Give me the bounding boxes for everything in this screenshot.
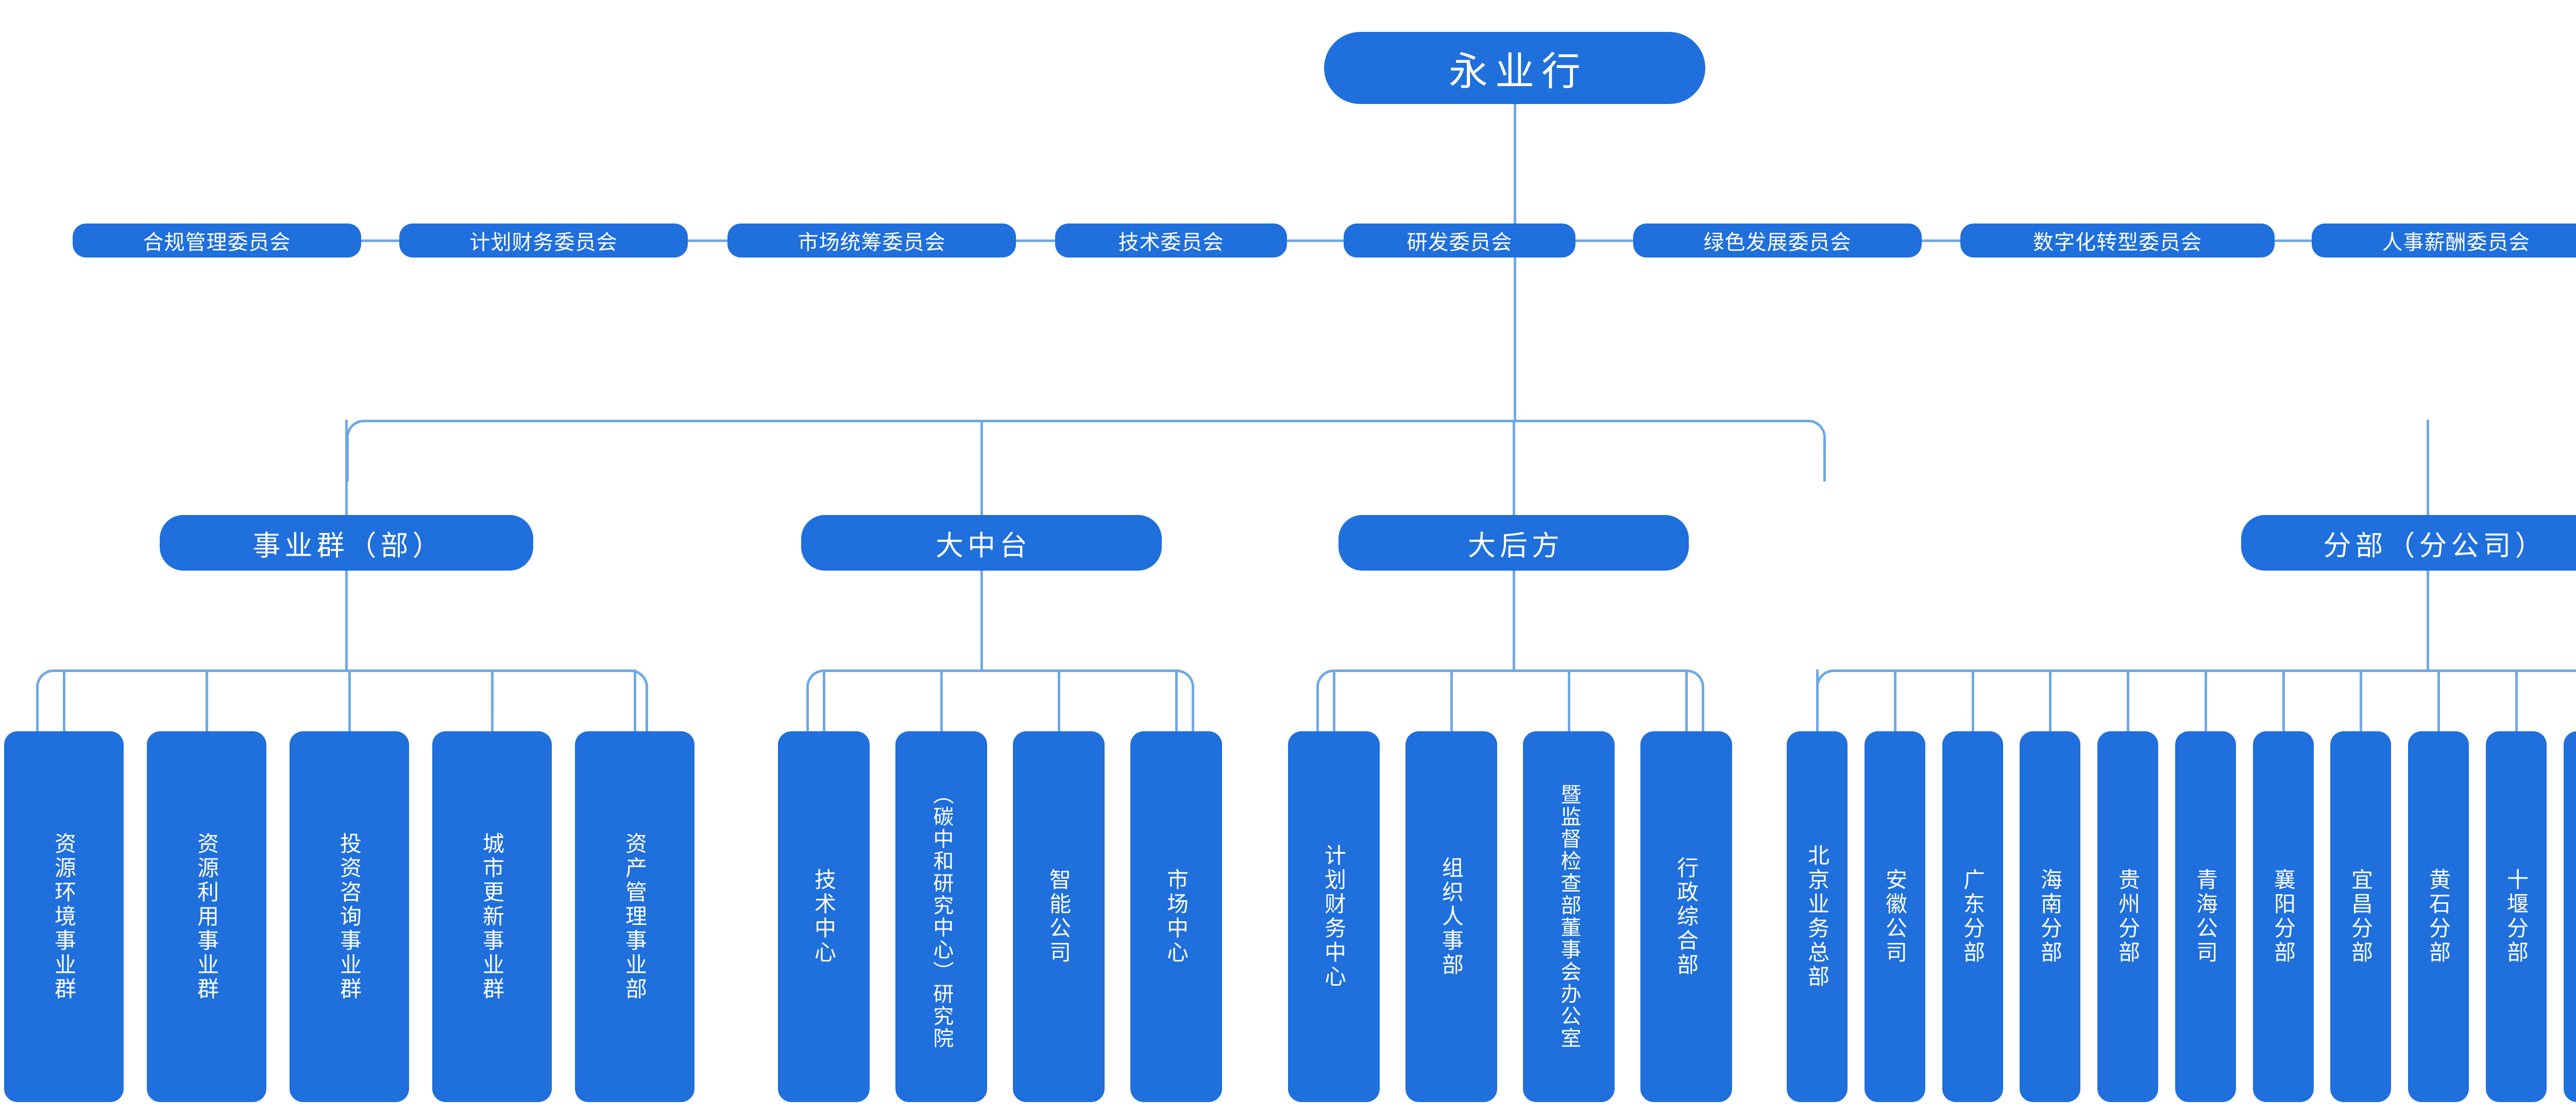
connector-leaf-stem-1-4: [491, 669, 494, 731]
connector-division-dropstem-1: [345, 571, 348, 669]
leaf-node-4-6[interactable]: 青海公司: [2175, 731, 2236, 1102]
leaf-node-line: 董事会办公室: [1557, 917, 1581, 1050]
connector-leaf-stem-1-3: [348, 669, 351, 731]
connector-leaf-stem-3-3: [1568, 669, 1570, 731]
connector-committee-link-4: [1287, 239, 1344, 242]
committee-node-2[interactable]: 计划财务委员会: [399, 224, 688, 257]
committee-node-4[interactable]: 技术委员会: [1055, 224, 1287, 257]
leaf-node-1-5[interactable]: 资产管理事业部: [575, 731, 694, 1102]
leaf-node-1-4[interactable]: 城市更新事业群: [432, 731, 552, 1102]
leaf-node-4-1[interactable]: 北京业务总部: [1787, 731, 1848, 1102]
connector-leaf-stem-2-1: [823, 669, 825, 731]
connector-leaf-stem-4-3: [1972, 669, 1974, 731]
connector-leaf-stem-3-2: [1450, 669, 1453, 731]
connector-leaf-stem-4-2: [1894, 669, 1896, 731]
connector-leaf-stem-4-9: [2437, 669, 2440, 731]
committee-node-6[interactable]: 绿色发展委员会: [1633, 224, 1922, 257]
connector-division-dropstem-4: [2427, 571, 2429, 669]
connector-leaf-stem-4-8: [2360, 669, 2362, 731]
connector-division-stem-1: [345, 420, 348, 515]
connector-division-dropstem-3: [1513, 571, 1515, 669]
leaf-node-4-11[interactable]: 荆门分部: [2564, 731, 2576, 1102]
leaf-node-2-4[interactable]: 市场中心: [1130, 731, 1222, 1102]
leaf-node-4-8[interactable]: 宜昌分部: [2330, 731, 2391, 1102]
leaf-node-3-2[interactable]: 组织人事部: [1405, 731, 1497, 1102]
connector-leaf-stem-3-1: [1333, 669, 1335, 731]
connector-bracket-group-3: [1316, 669, 1704, 731]
connector-leaf-stem-1-2: [206, 669, 208, 731]
leaf-node-1-1[interactable]: 资源环境事业群: [4, 731, 124, 1102]
connector-committee-link-1: [361, 239, 399, 242]
leaf-node-3-4[interactable]: 行政综合部: [1640, 731, 1732, 1102]
committee-node-1[interactable]: 合规管理委员会: [73, 224, 361, 257]
connector-leaf-stem-2-2: [940, 669, 943, 731]
connector-bracket-group-1: [36, 669, 648, 731]
connector-bracket-group-4: [1816, 669, 2576, 731]
connector-leaf-stem-4-7: [2282, 669, 2285, 731]
connector-leaf-stem-1-1: [63, 669, 65, 731]
connector-root-stem-lower: [1514, 257, 1516, 421]
leaf-node-4-9[interactable]: 黄石分部: [2408, 731, 2469, 1102]
committee-node-8[interactable]: 人事薪酬委员会: [2312, 224, 2576, 257]
connector-leaf-stem-2-4: [1175, 669, 1178, 731]
connector-leaf-stem-4-4: [2049, 669, 2052, 731]
leaf-node-2-1[interactable]: 技术中心: [778, 731, 870, 1102]
leaf-node-4-4[interactable]: 海南分部: [2020, 731, 2080, 1102]
connector-committee-link-2: [688, 239, 727, 242]
connector-leaf-stem-4-10: [2515, 669, 2518, 731]
root-node-yongyehang[interactable]: 永业行: [1324, 32, 1705, 104]
leaf-node-line: 暨监督检查部: [1557, 784, 1581, 917]
leaf-node-line: 研究院: [930, 983, 953, 1050]
leaf-node-1-3[interactable]: 投资咨询事业群: [290, 731, 409, 1102]
connector-root-stem: [1514, 104, 1516, 224]
connector-leaf-stem-4-6: [2205, 669, 2207, 731]
leaf-node-line: （碳中和研究中心）: [930, 784, 953, 983]
leaf-node-3-3[interactable]: 暨监督检查部董事会办公室: [1523, 731, 1615, 1102]
connector-leaf-stem-1-5: [634, 669, 636, 731]
connector-division-stem-3: [1513, 420, 1515, 515]
committee-node-3[interactable]: 市场统筹委员会: [727, 224, 1016, 257]
connector-division-dropstem-2: [980, 571, 983, 669]
leaf-node-1-2[interactable]: 资源利用事业群: [147, 731, 266, 1102]
leaf-node-2-3[interactable]: 智能公司: [1013, 731, 1105, 1102]
connector-bracket-group-2: [806, 669, 1194, 731]
leaf-node-4-7[interactable]: 襄阳分部: [2253, 731, 2314, 1102]
leaf-node-4-5[interactable]: 贵州分部: [2097, 731, 2158, 1102]
division-node-4[interactable]: 分部（分公司）: [2241, 515, 2576, 571]
connector-committee-link-7: [2275, 239, 2312, 242]
connector-division-stem-2: [980, 420, 983, 515]
leaf-node-4-10[interactable]: 十堰分部: [2486, 731, 2547, 1102]
leaf-node-4-2[interactable]: 安徽公司: [1865, 731, 1925, 1102]
connector-committee-link-5: [1575, 239, 1633, 242]
connector-bracket-divisions: [346, 420, 1826, 482]
committee-node-5[interactable]: 研发委员会: [1344, 224, 1575, 257]
division-node-1[interactable]: 事业群（部）: [160, 515, 533, 571]
connector-committee-link-3: [1016, 239, 1055, 242]
leaf-node-2-2[interactable]: （碳中和研究中心）研究院: [895, 731, 987, 1102]
leaf-node-3-1[interactable]: 计划财务中心: [1288, 731, 1380, 1102]
connector-committee-link-6: [1922, 239, 1960, 242]
connector-leaf-stem-2-3: [1058, 669, 1060, 731]
division-node-3[interactable]: 大后方: [1338, 515, 1689, 571]
committee-node-7[interactable]: 数字化转型委员会: [1960, 224, 2275, 257]
connector-leaf-stem-4-1: [1816, 669, 1819, 731]
connector-division-stem-4: [2427, 420, 2429, 515]
connector-leaf-stem-3-4: [1685, 669, 1688, 731]
division-node-2[interactable]: 大中台: [801, 515, 1162, 571]
connector-leaf-stem-4-5: [2127, 669, 2129, 731]
leaf-node-4-3[interactable]: 广东分部: [1942, 731, 2003, 1102]
